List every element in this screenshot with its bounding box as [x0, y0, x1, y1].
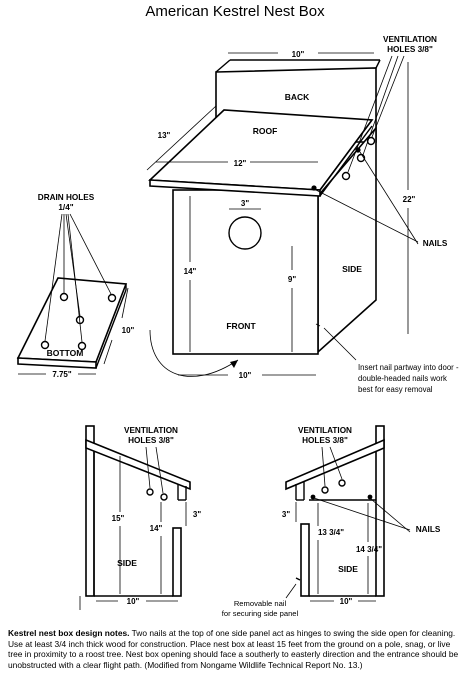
dim-right-width: 10" — [340, 597, 353, 606]
door-nail-icon — [315, 323, 321, 327]
dim-hole-height: 9" — [288, 275, 296, 284]
vent-hole-icon — [356, 153, 366, 163]
drain-hole-icon — [40, 340, 50, 350]
side-left-label: SIDE — [117, 558, 137, 568]
dim-left-back-height: 15" — [112, 514, 125, 523]
vent-left-label-1: VENTILATION — [124, 426, 178, 435]
removable-note-2: for securing side panel — [222, 609, 299, 618]
drain-holes-label-2: 1/4" — [58, 203, 73, 212]
dim-total-height: 22" — [403, 195, 416, 204]
nails-label: NAILS — [423, 239, 448, 248]
drain-hole-icon — [107, 293, 117, 303]
vent-hole-icon — [160, 493, 168, 501]
dim-roof-depth: 13" — [158, 131, 171, 140]
nail-icon — [311, 185, 317, 191]
bottom-label: BOTTOM — [47, 348, 84, 358]
dim-left-width: 10" — [127, 597, 140, 606]
drain-hole-icon — [77, 341, 87, 351]
vent-top-label-1: VENTILATION — [383, 35, 437, 44]
insert-note-line2: double-headed nails work — [358, 374, 447, 383]
bottom-panel-group: BOTTOM DRAIN HOLES 1/4" 10" 7.75" — [16, 193, 135, 379]
side-label: SIDE — [342, 264, 362, 274]
page-title: American Kestrel Nest Box — [145, 3, 325, 20]
dim-right-back-height: 14 3/4" — [356, 545, 382, 554]
notes-body: Two nails at the top of one side panel a… — [8, 628, 459, 670]
roof-label: ROOF — [253, 126, 278, 136]
nail-icon — [310, 494, 316, 500]
dim-roof-front: 12" — [234, 159, 247, 168]
main-assembly: BACK ROOF FRONT SIDE 10" 13" 12" 3" 14" … — [146, 35, 459, 394]
vent-hole-icon — [338, 479, 346, 487]
back-label: BACK — [285, 92, 310, 102]
vent-left-label-2: HOLES 3/8" — [128, 436, 174, 445]
dim-front-height: 14" — [184, 267, 197, 276]
left-side-view: VENTILATION HOLES 3/8" 15" 14" 3" SIDE 1… — [79, 425, 201, 610]
front-label: FRONT — [226, 321, 256, 331]
insert-note-line3: best for easy removal — [358, 385, 433, 394]
vent-top-label-2: HOLES 3/8" — [387, 45, 433, 54]
dim-left-front-height: 14" — [150, 524, 163, 533]
vent-right-label-1: VENTILATION — [298, 426, 352, 435]
vent-hole-icon — [321, 486, 329, 494]
insert-note-line1: Insert nail partway into door - — [358, 363, 459, 372]
vent-hole-icon — [146, 488, 154, 496]
vent-hole-icon — [341, 171, 351, 181]
dim-back-width: 10" — [292, 50, 305, 59]
dim-left-gap: 3" — [193, 510, 201, 519]
vent-hole-icon — [366, 136, 376, 146]
nail-icon — [367, 494, 373, 500]
dim-right-gap: 3" — [282, 510, 290, 519]
dim-hole: 3" — [241, 199, 249, 208]
vent-right-label-2: HOLES 3/8" — [302, 436, 348, 445]
removable-note-1: Removable nail — [234, 599, 287, 608]
nails-right-label: NAILS — [416, 525, 441, 534]
notes-heading: Kestrel nest box design notes. — [8, 628, 130, 638]
dim-right-front-height: 13 3/4" — [318, 528, 344, 537]
right-side-view: VENTILATION HOLES 3/8" NAILS 3" 13 3/4" … — [222, 425, 441, 618]
side-right-label: SIDE — [338, 564, 358, 574]
drain-hole-icon — [59, 292, 69, 302]
removable-nail-icon — [295, 577, 301, 581]
design-notes: Kestrel nest box design notes. Two nails… — [8, 628, 463, 670]
dim-bottom-depth: 10" — [122, 326, 135, 335]
dim-front-width: 10" — [239, 371, 252, 380]
bottom-to-box-arrow — [149, 329, 239, 377]
entrance-hole — [228, 216, 262, 250]
drain-holes-label-1: DRAIN HOLES — [38, 193, 95, 202]
dim-bottom-width: 7.75" — [52, 370, 72, 379]
